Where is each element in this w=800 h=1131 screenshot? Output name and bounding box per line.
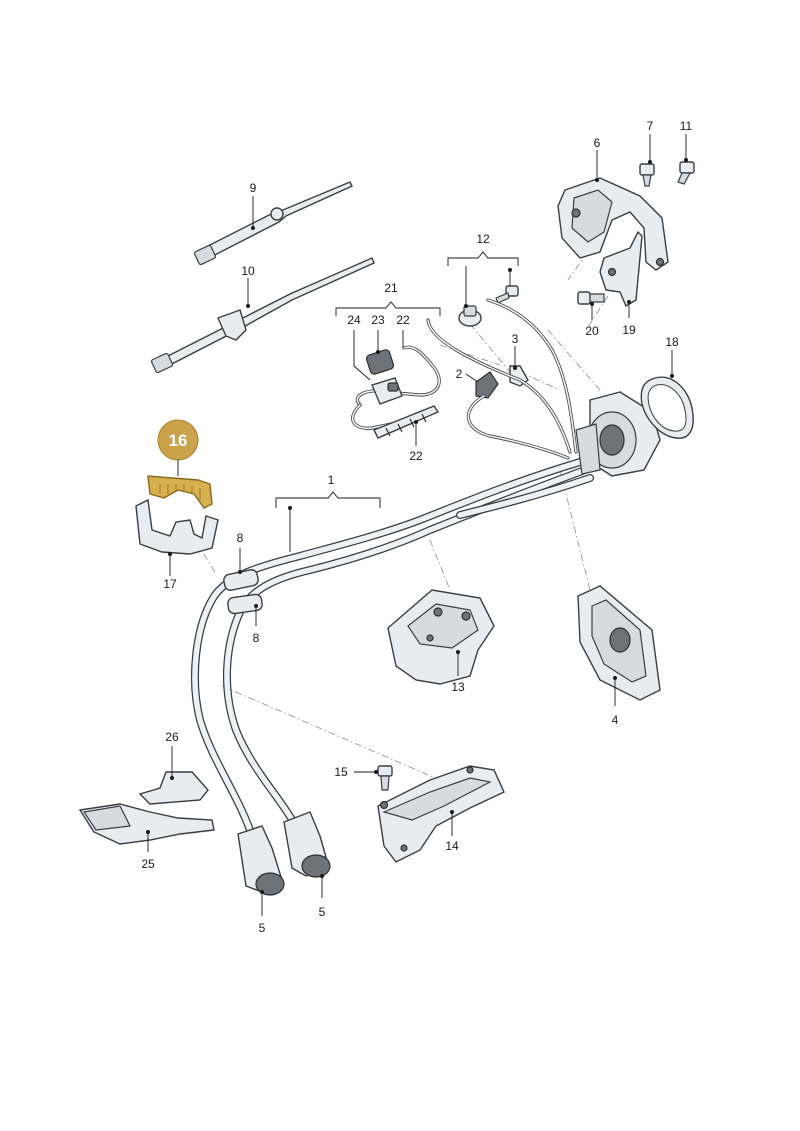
label-11: 11 (680, 119, 693, 133)
label-22-top: 22 (396, 313, 410, 327)
label-8-top: 8 (237, 531, 244, 545)
part-17-holder (135, 498, 219, 555)
label-15: 15 (334, 765, 348, 779)
part-16-highlighted-cover[interactable] (147, 475, 213, 509)
part-18-seal (640, 376, 694, 439)
part-14-bracket (377, 765, 505, 863)
part-5-connector-right (283, 811, 331, 878)
part-6-bracket (557, 177, 669, 271)
label-17: 17 (163, 577, 177, 591)
part-13-bracket (387, 589, 495, 685)
label-24: 24 (347, 313, 361, 327)
label-21: 21 (384, 281, 398, 295)
label-10: 10 (241, 264, 255, 278)
label-25: 25 (141, 857, 155, 871)
label-20: 20 (585, 324, 599, 338)
label-23: 23 (371, 313, 385, 327)
part-7-screw (639, 163, 655, 187)
charging-socket (575, 391, 661, 477)
label-26: 26 (165, 730, 179, 744)
label-5-left: 5 (259, 921, 266, 935)
part-5-connector-left (237, 825, 285, 896)
label-3: 3 (512, 332, 519, 346)
part-2-connector (475, 371, 499, 399)
part-25-holder (78, 803, 215, 845)
label-5-right: 5 (319, 905, 326, 919)
assembly-lines (194, 239, 609, 781)
label-12: 12 (476, 232, 490, 246)
label-22-bottom: 22 (409, 449, 423, 463)
label-13: 13 (451, 680, 465, 694)
part-15-screw (377, 765, 393, 791)
label-2: 2 (456, 367, 463, 381)
part-21-wiring-harness (351, 345, 441, 430)
part-19-bracket (599, 230, 643, 308)
label-19: 19 (622, 323, 636, 337)
label-16: 16 (169, 431, 188, 450)
callouts: 1 2 3 4 5 5 6 7 8 8 9 10 (141, 119, 692, 935)
label-18: 18 (665, 335, 679, 349)
label-9: 9 (250, 181, 257, 195)
part-12-grommet (458, 285, 519, 327)
label-14: 14 (445, 839, 459, 853)
signal-wires (426, 298, 578, 460)
label-7: 7 (647, 119, 654, 133)
part-11-screw (677, 161, 695, 185)
part-20-screw (577, 291, 605, 305)
label-6: 6 (594, 136, 601, 150)
label-1: 1 (328, 473, 335, 487)
label-4: 4 (612, 713, 619, 727)
part-26-holder (138, 771, 209, 805)
part-22-clip (373, 405, 440, 439)
badge-16[interactable]: 16 (157, 419, 199, 461)
label-8-bottom: 8 (253, 631, 260, 645)
part-4-housing (577, 585, 661, 701)
part-9-cable-tie (193, 181, 353, 266)
part-10-cable-tie-holder (150, 257, 375, 374)
part-1-main-harness (191, 458, 594, 834)
